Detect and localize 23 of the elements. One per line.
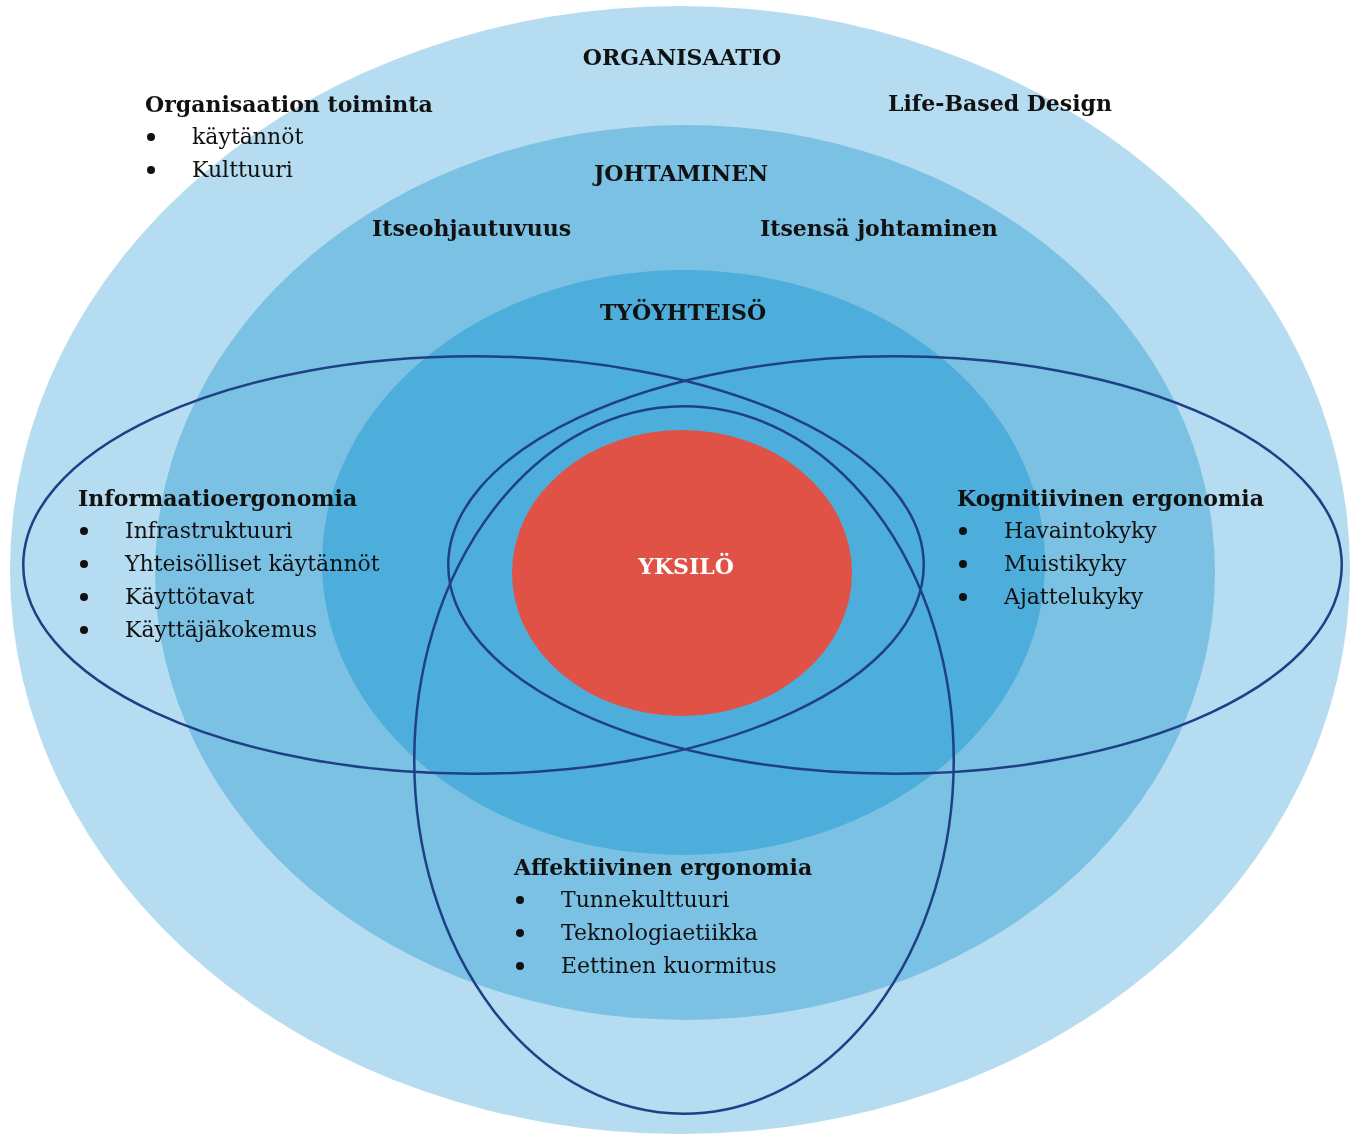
topic-label: Itseohjautuvuus [372, 214, 572, 242]
level-heading: JOHTAMINEN [593, 159, 769, 187]
list-item: käytännöt [192, 123, 304, 151]
list-item: Havaintokyky [1004, 517, 1157, 545]
framework-label: Life-Based Design [888, 89, 1112, 117]
section-heading: Organisaation toiminta [145, 90, 433, 118]
list-item: Infrastruktuuri [125, 517, 293, 545]
list-item: Yhteisölliset käytännöt [125, 550, 380, 578]
level-heading: YKSILÖ [638, 552, 734, 580]
list-item: Käyttäjäkokemus [125, 616, 317, 644]
section-heading: Affektiivinen ergonomia [514, 853, 813, 881]
list-item: Ajattelukyky [1004, 583, 1144, 611]
list-item: Kulttuuri [192, 156, 293, 184]
list-item: Tunnekulttuuri [561, 886, 730, 914]
list-item: Käyttötavat [125, 583, 255, 611]
section-heading: Informaatioergonomia [78, 484, 358, 512]
list-item: Eettinen kuormitus [561, 952, 777, 980]
level-heading: TYÖYHTEISÖ [599, 298, 767, 326]
list-item: Muistikyky [1004, 550, 1127, 578]
list-item: Teknologiaetiikka [561, 919, 758, 947]
topic-label: Itsensä johtaminen [760, 214, 998, 242]
level-heading: ORGANISAATIO [582, 43, 782, 71]
section-heading: Kognitiivinen ergonomia [957, 484, 1264, 512]
